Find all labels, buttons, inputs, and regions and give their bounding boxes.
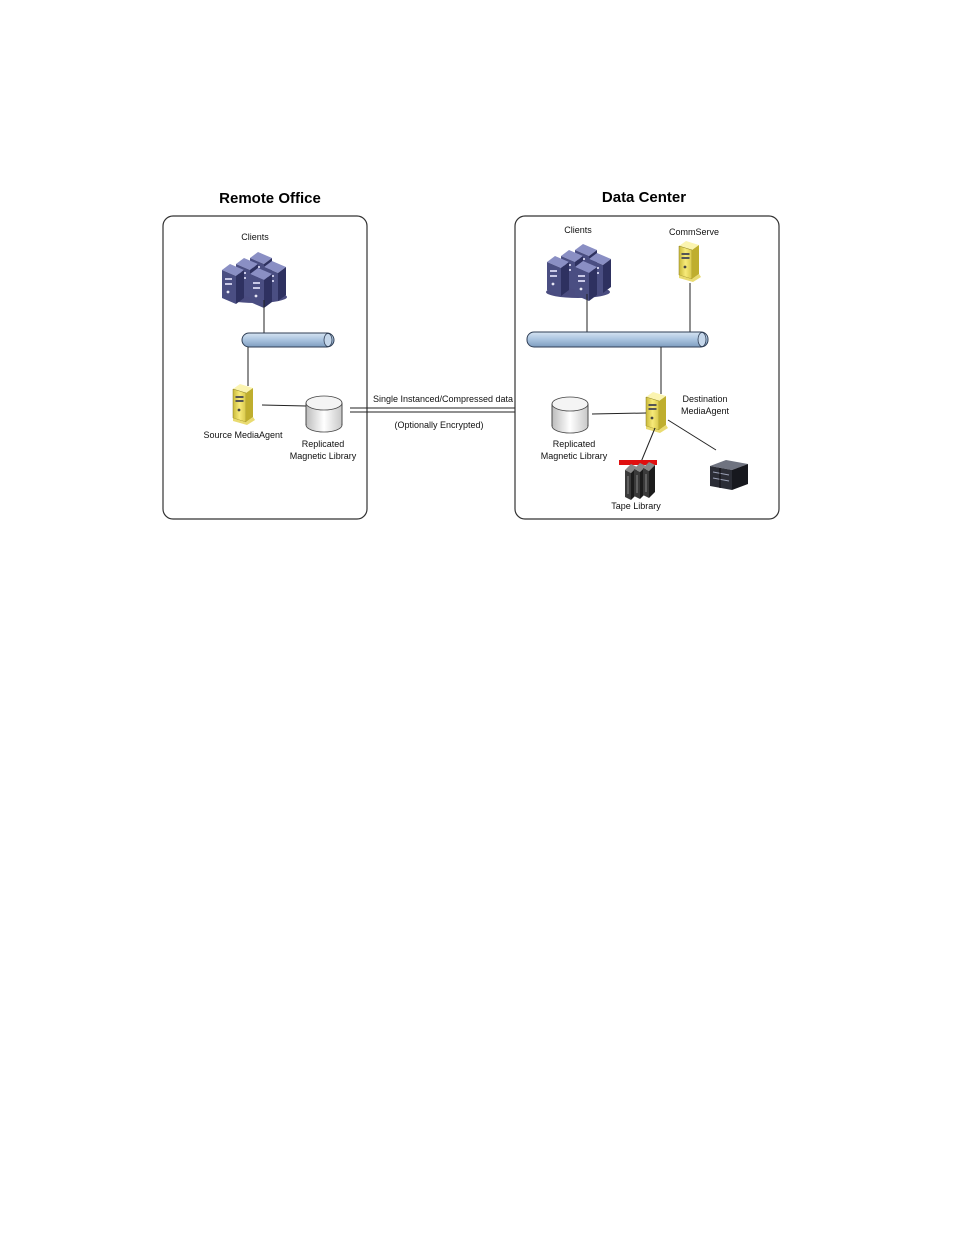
remote-library-label-line2: Magnetic Library	[290, 451, 357, 461]
remote-library-label-line1: Replicated	[302, 439, 345, 449]
source-media-agent-label: Source MediaAgent	[203, 430, 283, 440]
commserve-yellow-server-icon	[679, 241, 701, 282]
storage-array-icon	[710, 460, 748, 490]
remote-office-title: Remote Office	[219, 190, 321, 207]
destination-media-agent-label-line2: MediaAgent	[681, 406, 730, 416]
source-media-agent-yellow-server-icon	[233, 384, 255, 425]
tape-library-label: Tape Library	[611, 501, 661, 511]
transfer-label-line2: (Optionally Encrypted)	[394, 420, 483, 430]
destination-media-agent-label-line1: Destination	[682, 394, 727, 404]
data-center-library-label-line2: Magnetic Library	[541, 451, 608, 461]
remote-replicated-disk-library-icon	[306, 396, 342, 432]
data-center-library-label-line1: Replicated	[553, 439, 596, 449]
data-center-clients-label: Clients	[564, 225, 592, 235]
data-center-replicated-disk-library-icon	[552, 397, 588, 433]
remote-clients-label: Clients	[241, 232, 269, 242]
commserve-label: CommServe	[669, 227, 719, 237]
data-center-network-bus	[527, 332, 708, 347]
remote-network-bus	[242, 333, 334, 347]
transfer-label-line1: Single Instanced/Compressed data	[373, 394, 513, 404]
data-center-title: Data Center	[602, 189, 686, 206]
destination-media-agent-yellow-server-icon	[646, 392, 668, 433]
